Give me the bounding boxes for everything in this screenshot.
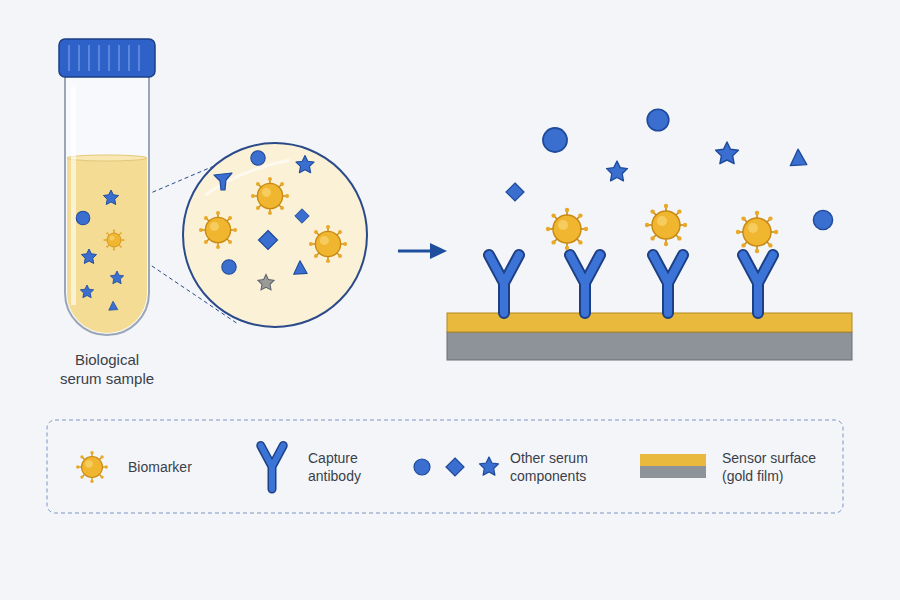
node-label: Biological serum sample xyxy=(57,350,157,388)
legend-label: Capture antibody xyxy=(308,449,388,485)
serum-components xyxy=(506,109,833,229)
legend-label: Other serum components xyxy=(510,449,610,485)
bound-biomarker xyxy=(546,204,778,253)
legend-label: Sensor surface (gold film) xyxy=(722,449,832,485)
process-arrow xyxy=(398,243,447,259)
legend-label: Biomarker xyxy=(128,458,238,476)
magnified-view xyxy=(183,143,367,327)
capture-antibody xyxy=(489,255,773,313)
test-tube xyxy=(37,35,177,395)
legend-icons xyxy=(76,446,706,490)
legend-frame xyxy=(47,420,843,513)
sample-tube: Biological serum sample xyxy=(37,35,177,395)
sensor-surface xyxy=(447,313,852,360)
